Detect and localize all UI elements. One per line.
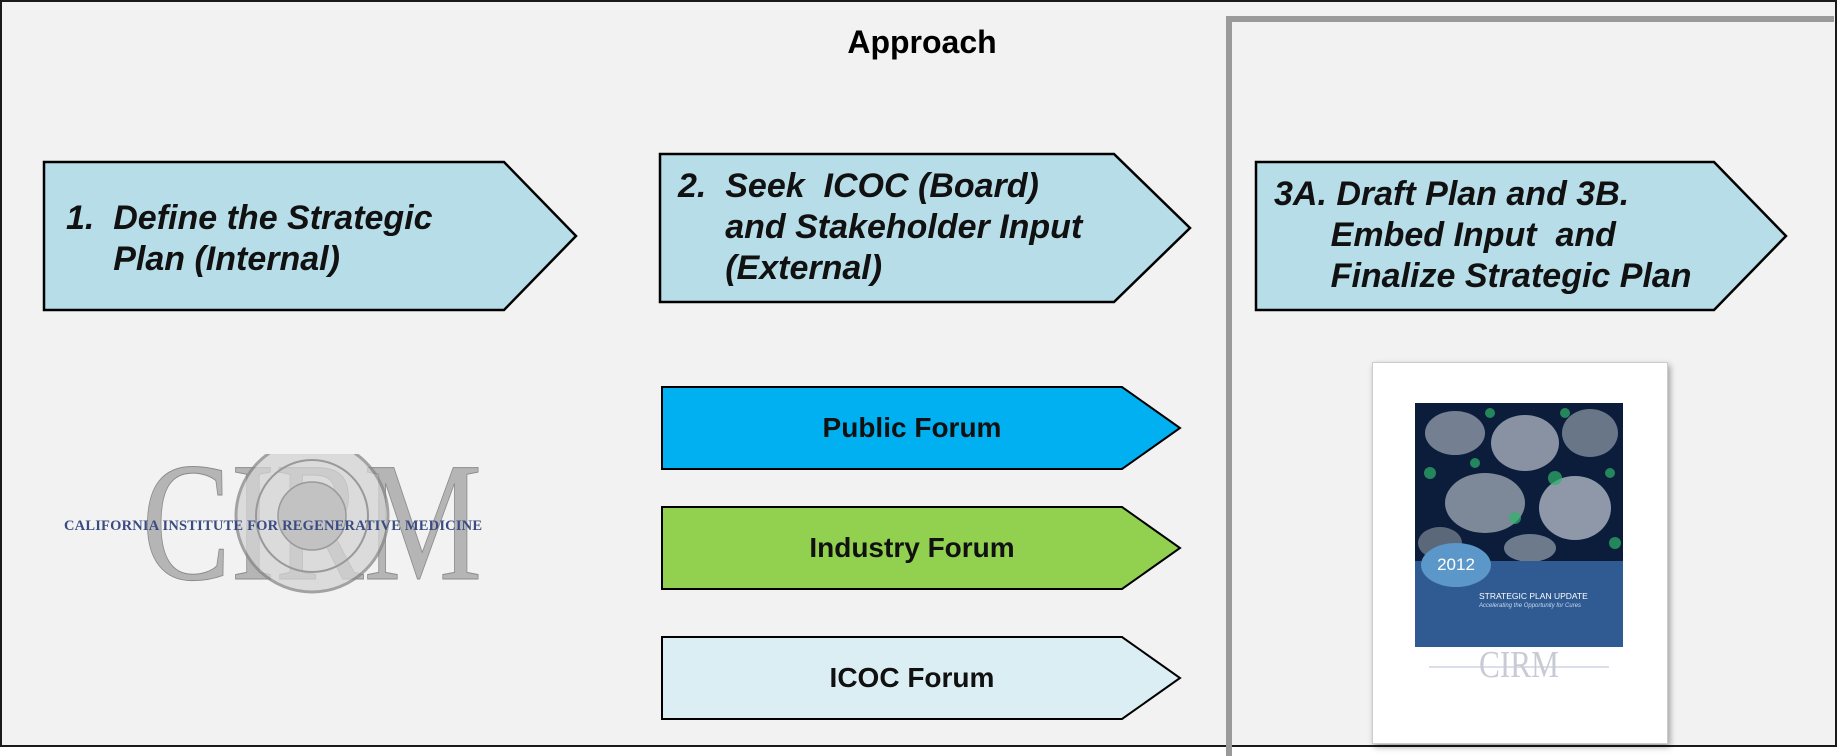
step-3-panel: [1226, 16, 1834, 756]
step-1-label: 1. Define the Strategic Plan (Internal): [66, 198, 506, 280]
forum-label-icoc: ICOC Forum: [829, 662, 995, 693]
logo-caption: CALIFORNIA INSTITUTE FOR REGENERATIVE ME…: [64, 518, 483, 534]
document-subtitle: Accelerating the Opportunity for Cures: [1479, 603, 1582, 609]
strategic-plan-document: STRATEGIC PLAN UPDATE Accelerating the O…: [1372, 362, 1668, 744]
step-2-arrow: [658, 152, 1192, 304]
step-3-label: 3A. Draft Plan and 3B. Embed Input and F…: [1274, 174, 1734, 297]
forum-arrow-icoc: [661, 636, 1182, 720]
step-1-line-2: Plan (Internal): [66, 240, 340, 278]
step-1-line-1: 1. Define the Strategic: [66, 199, 433, 237]
step-1-arrow: [42, 160, 578, 312]
step-3-line-3: Finalize Strategic Plan: [1274, 257, 1692, 295]
forum-arrow-public: [661, 386, 1182, 470]
document-title: STRATEGIC PLAN UPDATE: [1479, 591, 1588, 601]
step-2-label: 2. Seek ICOC (Board) and Stakeholder Inp…: [678, 166, 1118, 289]
step-3-line-2: Embed Input and: [1274, 216, 1616, 254]
step-2-line-1: 2. Seek ICOC (Board): [678, 167, 1039, 205]
step-2-line-2: and Stakeholder Input: [678, 208, 1083, 246]
cell-image-icon: [1415, 403, 1623, 563]
forum-arrow-industry: [661, 506, 1182, 590]
step-2-line-3: (External): [678, 249, 883, 287]
diagram-title: Approach: [847, 24, 997, 60]
forum-label-industry: Industry Forum: [809, 532, 1015, 563]
document-cirm-logo-icon: CIRM: [1429, 644, 1609, 686]
document-year-badge: 2012: [1421, 543, 1491, 587]
cirm-seal-logo-icon: CIRM: [142, 454, 483, 594]
forum-label-public: Public Forum: [822, 412, 1002, 443]
step-3-line-1: 3A. Draft Plan and 3B.: [1274, 175, 1630, 213]
svg-text:CIRM: CIRM: [1479, 644, 1559, 686]
step-3-arrow: [1254, 160, 1788, 312]
